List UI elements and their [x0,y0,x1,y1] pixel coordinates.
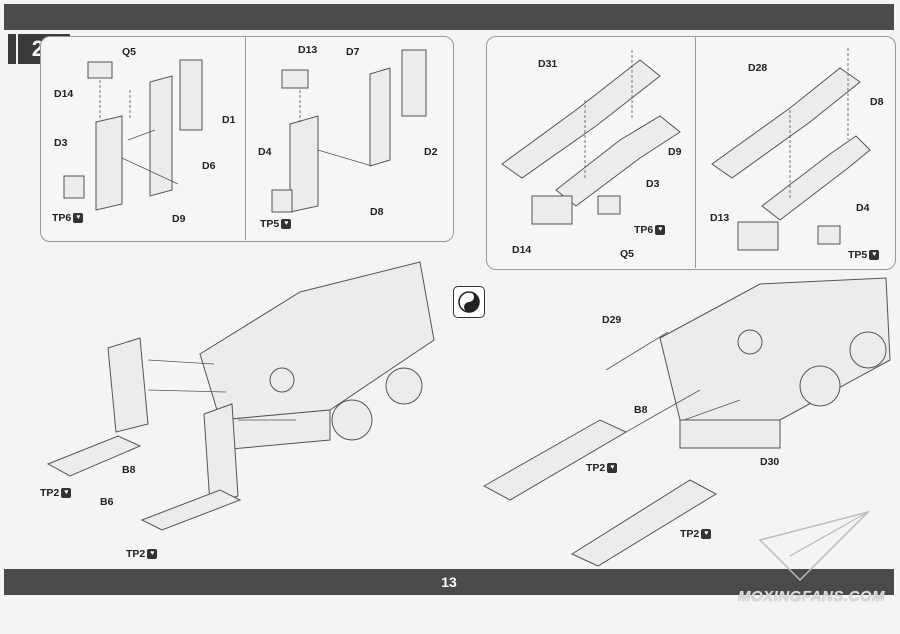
part-tp6-shape [597,195,621,215]
label-d14: D14 [54,88,74,100]
label-d6: D6 [202,160,216,172]
part-d14-shape [531,195,573,225]
label-d9: D9 [668,146,682,158]
label-d3: D3 [646,178,660,190]
label-d2: D2 [424,146,438,158]
part-d4-shape [761,135,871,221]
part-d14-shape [87,61,113,79]
heart-parts-icon: ♥ [607,463,618,474]
panel3-drawing [501,50,681,225]
page-number: 13 [441,574,457,590]
label-d4: D4 [856,202,870,214]
bottom-footer-bar: 13 [4,569,894,595]
turntable-right [737,329,763,355]
label-d7: D7 [346,46,360,58]
label-b8: B8 [122,464,136,476]
heart-parts-icon: ♥ [73,213,84,224]
label-tp6: TP6♥ [634,224,666,236]
label-d3: D3 [54,137,68,149]
part-d6-shape [149,75,173,197]
part-d28-shape [711,67,861,179]
heart-parts-icon: ♥ [61,488,72,499]
heart-parts-icon: ♥ [701,529,712,540]
wheel-left-2 [385,367,423,405]
label-tp2-lower: TP2♥ [126,548,158,560]
part-d13-shape [737,221,779,251]
panel5-drawing [46,261,435,531]
label-d8: D8 [870,96,884,108]
label-tp5: TP5♥ [260,218,292,230]
heart-parts-icon: ♥ [869,250,880,261]
label-d4: D4 [258,146,272,158]
part-d31-shape [501,59,661,179]
panel-top-left-divider [245,36,246,240]
label-tp2-lower: TP2♥ [680,528,712,540]
wheel-left-1 [331,399,373,441]
panel-top-right-divider [695,36,696,268]
yin-yang-icon [453,286,485,318]
ramp-right-b [570,479,718,567]
label-b8: B8 [634,404,648,416]
label-tp2-upper: TP2♥ [586,462,618,474]
part-d2-shape [401,49,427,117]
label-d29: D29 [602,314,622,326]
ramp-right-a [482,419,628,501]
part-d7-shape [369,67,391,167]
label-q5: Q5 [122,46,137,58]
ramp-leg-left-2 [203,403,239,505]
label-d13: D13 [710,212,730,224]
heart-parts-icon: ♥ [655,225,666,236]
wheel-right-1 [799,365,841,407]
ramp-leg-left-1 [107,337,149,433]
label-d13: D13 [298,44,318,56]
part-tp5-shape [817,225,841,245]
heart-parts-icon: ♥ [147,549,158,560]
ramp-plate-tp2-a [46,435,142,477]
label-tp2-upper: TP2♥ [40,487,72,499]
label-d31: D31 [538,58,558,70]
panel1-drawing [63,59,203,211]
turntable-left [269,367,295,393]
label-d1: D1 [222,114,236,126]
part-tp6-shape [63,175,85,199]
panel6-drawing [482,277,891,567]
label-d8: D8 [370,206,384,218]
watermark-text: MOXINGFANS.COM [738,588,886,605]
panel4-drawing [711,48,871,251]
label-q5: Q5 [620,248,635,260]
label-b6: B6 [100,496,114,508]
label-tp6: TP6♥ [52,212,84,224]
heart-parts-icon: ♥ [281,219,292,230]
part-d13-shape [281,69,309,89]
top-header-bar [4,4,894,30]
label-d9: D9 [172,213,186,225]
part-d3-shape [555,115,681,207]
part-d4-shape [289,115,319,213]
panel2-drawing [271,49,427,213]
part-d3-shape [95,115,123,211]
label-d30: D30 [760,456,780,468]
part-d1-shape [179,59,203,131]
label-d28: D28 [748,62,768,74]
part-tp5-shape [271,189,293,213]
wheel-right-2 [849,331,887,369]
ramp-plate-tp2-b [140,489,242,531]
label-d14: D14 [512,244,532,256]
label-tp5: TP5♥ [848,249,880,261]
